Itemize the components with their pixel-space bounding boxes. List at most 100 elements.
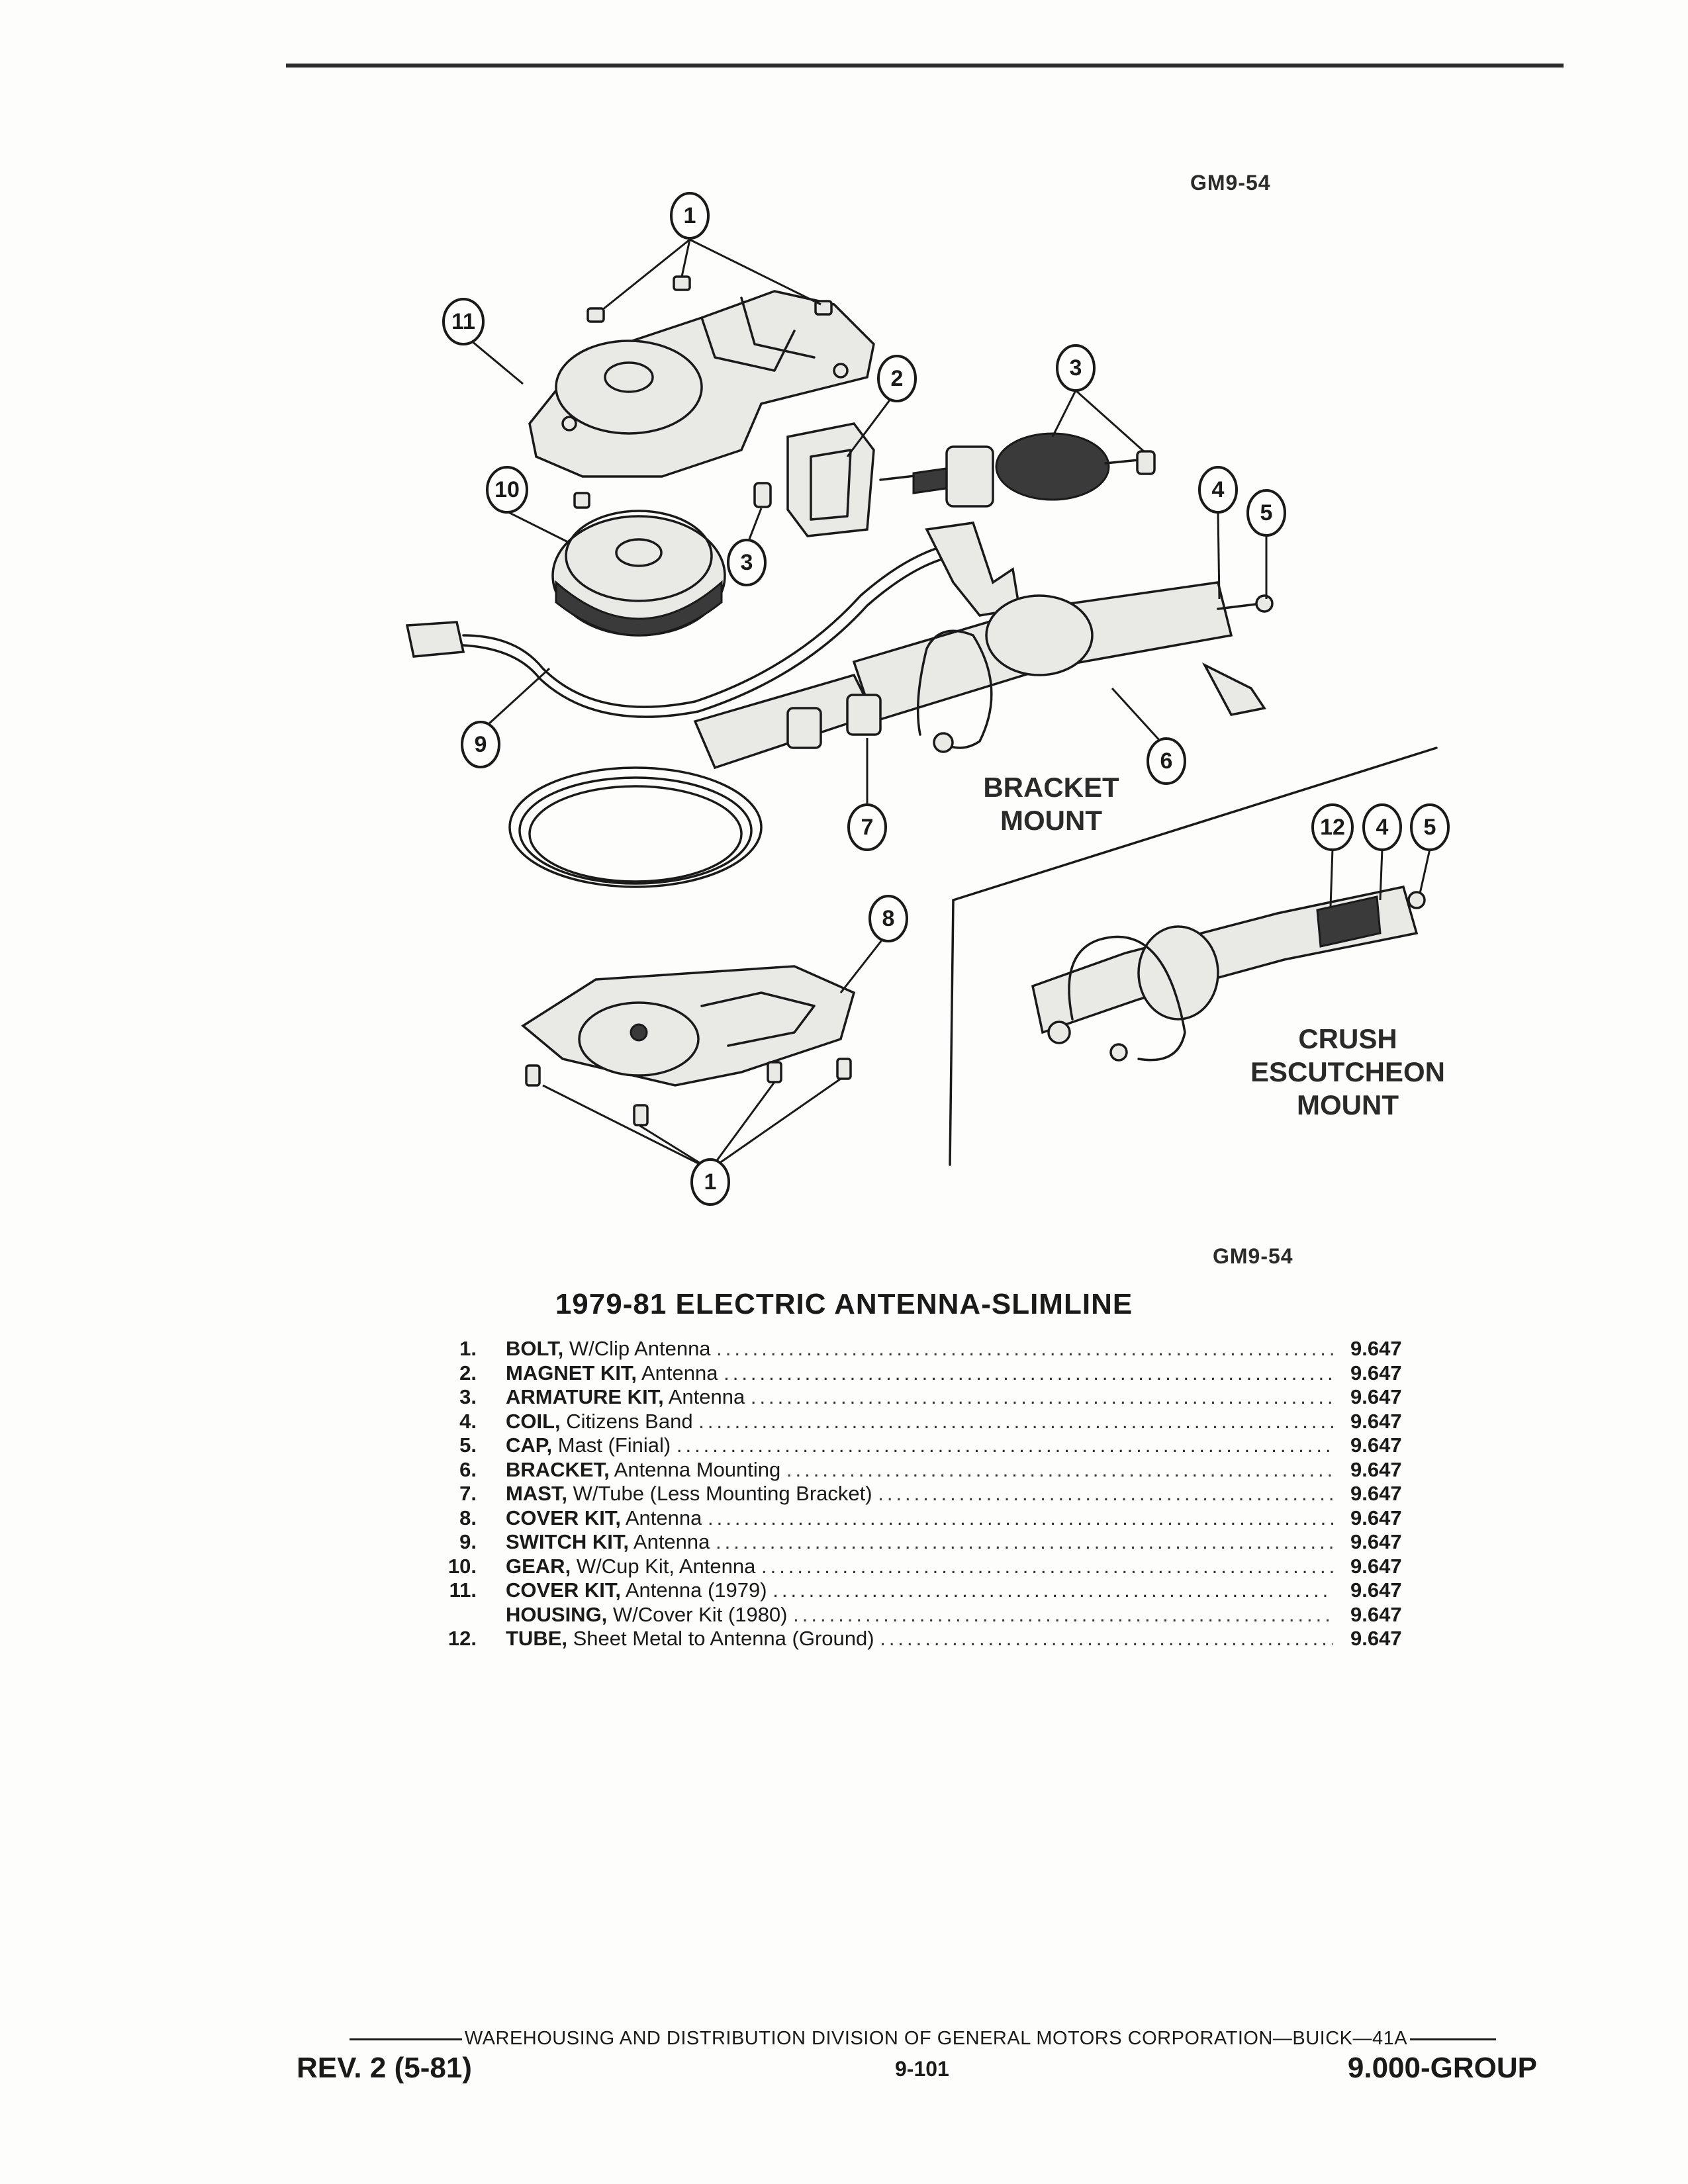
- svg-text:8: 8: [882, 906, 895, 931]
- svg-text:11: 11: [451, 309, 475, 334]
- parts-row: 10.GEAR, W/Cup Kit, Antenna ............…: [437, 1555, 1430, 1579]
- item-code: 9.647: [1350, 1578, 1402, 1602]
- parts-row: 7.MAST, W/Tube (Less Mounting Bracket) .…: [437, 1482, 1430, 1506]
- item-description: Antenna: [625, 1506, 702, 1529]
- callout-10: 10: [486, 466, 528, 514]
- footer-division: WAREHOUSING AND DISTRIBUTION DIVISION OF…: [307, 2028, 1538, 2050]
- svg-text:9: 9: [475, 732, 487, 757]
- item-name: HOUSING,: [506, 1602, 608, 1626]
- svg-text:7: 7: [861, 815, 874, 840]
- item-name: CAP,: [506, 1433, 553, 1457]
- svg-text:1: 1: [684, 203, 696, 228]
- callout-2: 2: [877, 355, 917, 402]
- svg-text:1: 1: [704, 1169, 717, 1195]
- crush-mount-label-1: CRUSH: [1298, 1023, 1397, 1054]
- item-description: Sheet Metal to Antenna (Ground): [573, 1627, 874, 1650]
- item-name: COIL,: [506, 1409, 561, 1433]
- figure-code-bottom: GM9-54: [1213, 1244, 1293, 1268]
- item-number: 12.: [447, 1627, 477, 1650]
- parts-list: 1.BOLT, W/Clip Antenna .................…: [437, 1337, 1430, 1651]
- item-description: Antenna (1979): [625, 1578, 767, 1602]
- bracket-mount-label-1: BRACKET: [983, 772, 1119, 803]
- bracket-mount-label-2: MOUNT: [1000, 805, 1102, 836]
- item-number: 4.: [459, 1409, 477, 1433]
- svg-text:6: 6: [1160, 749, 1173, 774]
- svg-text:12: 12: [1320, 815, 1345, 840]
- parts-row: 11.COVER KIT, Antenna (1979) ...........…: [437, 1578, 1430, 1603]
- part-8-cover-illustration: [521, 965, 856, 1087]
- parts-row: 9.SWITCH KIT, Antenna ..................…: [437, 1530, 1430, 1555]
- item-number: 6.: [459, 1457, 477, 1481]
- callout-1-top: 1: [670, 192, 710, 240]
- svg-text:3: 3: [1070, 355, 1082, 381]
- callout-3-right: 3: [1056, 344, 1096, 392]
- callout-3-left: 3: [727, 539, 767, 586]
- part-11-housing-illustration: [528, 290, 875, 478]
- item-code: 9.647: [1350, 1457, 1402, 1481]
- item-number: 5.: [459, 1433, 477, 1457]
- item-name: GEAR,: [506, 1554, 571, 1578]
- item-number: 1.: [459, 1337, 477, 1360]
- parts-row: 4.COIL, Citizens Band ..................…: [437, 1410, 1430, 1434]
- svg-text:4: 4: [1376, 815, 1389, 840]
- item-description: W/Tube (Less Mounting Bracket): [573, 1482, 872, 1505]
- item-name: MAGNET KIT,: [506, 1361, 637, 1385]
- item-description: W/Cup Kit, Antenna: [576, 1554, 756, 1578]
- part-9-switch-harness: [405, 522, 1021, 718]
- svg-text:5: 5: [1424, 815, 1436, 840]
- crush-mount-label-3: MOUNT: [1297, 1089, 1399, 1120]
- item-code: 9.647: [1350, 1627, 1402, 1650]
- part-2-magnet-illustration: [786, 422, 875, 537]
- parts-row: 12. TUBE, Sheet Metal to Antenna (Ground)…: [437, 1627, 1430, 1651]
- callout-7: 7: [847, 803, 887, 851]
- part-3-armature-illustration: [753, 432, 1156, 508]
- item-code: 9.647: [1350, 1482, 1402, 1505]
- crush-escutcheon-inset: [949, 747, 1438, 1166]
- item-code: 9.647: [1350, 1506, 1402, 1529]
- callout-9: 9: [461, 721, 500, 768]
- svg-text:4: 4: [1212, 477, 1225, 502]
- item-description: Antenna: [633, 1530, 710, 1553]
- parts-row: 6.BRACKET, Antenna Mounting ............…: [437, 1458, 1430, 1482]
- parts-row: HOUSING, W/Cover Kit (1980) ............…: [506, 1602, 1402, 1626]
- item-number: 7.: [459, 1482, 477, 1505]
- item-number: 10.: [447, 1554, 477, 1578]
- item-description: Mast (Finial): [557, 1433, 671, 1457]
- svg-text:5: 5: [1260, 500, 1273, 525]
- callout-4-crush: 4: [1362, 803, 1402, 851]
- item-name: COVER KIT,: [506, 1506, 621, 1529]
- item-description: Citizens Band: [566, 1409, 693, 1433]
- item-number: 9.: [459, 1530, 477, 1553]
- callout-1-bottom: 1: [690, 1158, 730, 1206]
- header-rule: [286, 64, 1564, 68]
- item-name: TUBE,: [506, 1627, 567, 1650]
- item-number: 2.: [459, 1361, 477, 1385]
- callout-5-crush: 5: [1410, 803, 1450, 851]
- parts-row: 8.COVER KIT, Antenna ...................…: [437, 1506, 1430, 1531]
- part-1-bolts-top: [586, 275, 833, 323]
- footer-page-number: 9-101: [895, 2057, 949, 2081]
- callout-6: 6: [1147, 737, 1186, 785]
- item-name: BRACKET,: [506, 1457, 610, 1481]
- item-code: 9.647: [1350, 1385, 1402, 1408]
- part-1-bolts-bottom: [525, 1058, 852, 1126]
- figure-code-top: GM9-54: [1190, 171, 1271, 195]
- item-code: 9.647: [1350, 1337, 1402, 1360]
- callout-8: 8: [868, 895, 908, 942]
- item-name: BOLT,: [506, 1337, 564, 1360]
- footer-revision: REV. 2 (5-81): [297, 2052, 472, 2084]
- callout-12: 12: [1311, 803, 1354, 851]
- item-code: 9.647: [1350, 1602, 1402, 1626]
- crush-mount-label-2: ESCUTCHEON: [1250, 1056, 1445, 1087]
- parts-row: 5.CAP, Mast (Finial) ...................…: [437, 1433, 1430, 1458]
- item-name: ARMATURE KIT,: [506, 1385, 664, 1408]
- part-6-bracket-mount-body: [693, 581, 1274, 770]
- callout-5-bracket: 5: [1246, 489, 1286, 537]
- part-7-mast-coil: [508, 766, 763, 888]
- item-code: 9.647: [1350, 1554, 1402, 1578]
- svg-text:10: 10: [494, 477, 520, 502]
- parts-row: 3.ARMATURE KIT, Antenna ................…: [437, 1385, 1430, 1410]
- footer-group: 9.000-GROUP: [1347, 2052, 1537, 2084]
- item-description: W/Cover Kit (1980): [612, 1602, 788, 1626]
- item-description: Antenna Mounting: [614, 1457, 781, 1481]
